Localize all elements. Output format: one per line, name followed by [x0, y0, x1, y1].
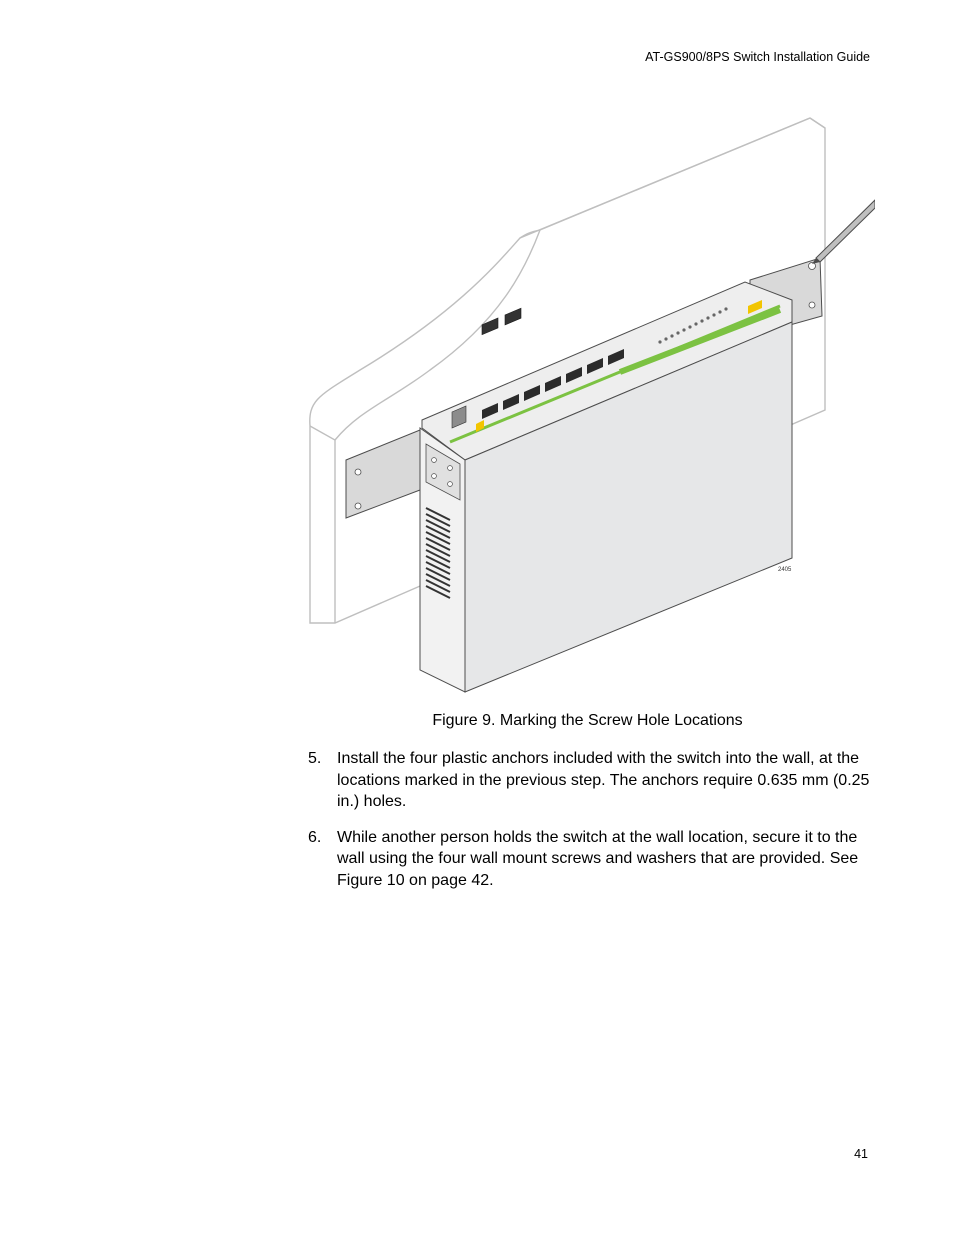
figure-switch-wall-mount: 2405	[300, 110, 875, 700]
list-item: 6. While another person holds the switch…	[308, 827, 874, 892]
list-item: 5. Install the four plastic anchors incl…	[308, 748, 874, 813]
figure-caption: Figure 9. Marking the Screw Hole Locatio…	[432, 712, 743, 729]
step-text: Install the four plastic anchors include…	[337, 750, 870, 810]
step-number: 6.	[308, 828, 322, 846]
step-list: 5. Install the four plastic anchors incl…	[308, 748, 874, 905]
port-row	[482, 349, 624, 419]
side-vents	[425, 507, 451, 599]
status-leds	[658, 307, 728, 344]
art-number: 2405	[778, 567, 792, 573]
pencil	[815, 199, 875, 263]
ethernet-ports	[481, 307, 522, 336]
step-number: 5.	[308, 750, 322, 767]
page-number: 41	[854, 1147, 868, 1161]
running-header: AT-GS900/8PS Switch Installation Guide	[645, 50, 870, 64]
step-text: While another person holds the switch at…	[337, 828, 859, 889]
